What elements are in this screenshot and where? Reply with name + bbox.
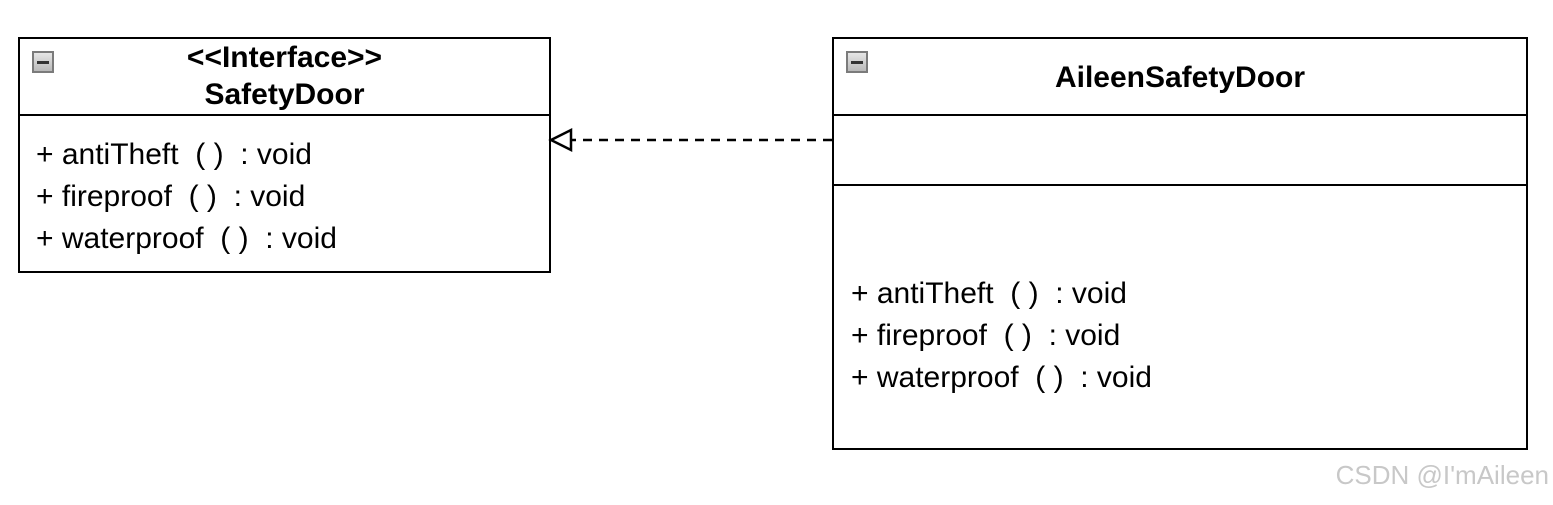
operation-item: + waterproof ( ) : void <box>851 361 1152 394</box>
operations-section: + antiTheft ( ) : void + fireproof ( ) :… <box>20 116 549 260</box>
operation-item: + antiTheft ( ) : void <box>851 277 1127 310</box>
attributes-section <box>834 116 1526 186</box>
class-header: AileenSafetyDoor <box>834 39 1526 116</box>
operation-item: + antiTheft ( ) : void <box>36 138 312 171</box>
operation-item: + fireproof ( ) : void <box>851 319 1121 352</box>
class-stereotype: <<Interface>> <box>186 41 383 74</box>
class-name: AileenSafetyDoor <box>1054 61 1306 94</box>
hollow-arrowhead-icon <box>548 127 573 153</box>
class-name: SafetyDoor <box>204 78 365 111</box>
interface-class-safetydoor[interactable]: <<Interface>> SafetyDoor + antiTheft ( )… <box>18 37 551 273</box>
collapse-icon[interactable] <box>846 51 868 73</box>
operation-item: + fireproof ( ) : void <box>36 180 306 213</box>
class-header: <<Interface>> SafetyDoor <box>20 39 549 116</box>
operations-section: + antiTheft ( ) : void + fireproof ( ) :… <box>834 186 1526 399</box>
class-aileensafetydoor[interactable]: AileenSafetyDoor + antiTheft ( ) : void … <box>832 37 1528 450</box>
watermark: CSDN @I'mAileen <box>1335 460 1549 490</box>
collapse-icon[interactable] <box>32 51 54 73</box>
operation-item: + waterproof ( ) : void <box>36 222 337 255</box>
